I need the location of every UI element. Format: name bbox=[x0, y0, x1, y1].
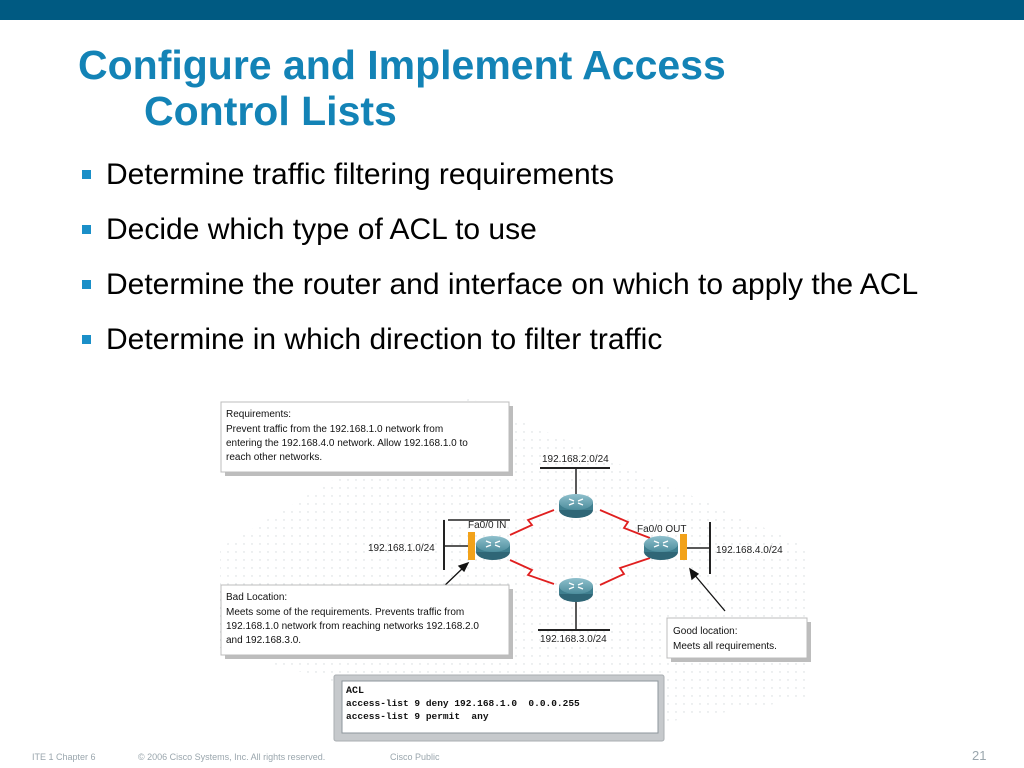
bad-location-line: 192.168.1.0 network from reaching networ… bbox=[226, 621, 479, 632]
bad-location-heading: Bad Location: bbox=[226, 592, 287, 603]
arrows bbox=[439, 561, 726, 612]
requirements-line: entering the 192.168.4.0 network. Allow … bbox=[226, 438, 468, 449]
interface-label-in: Fa0/0 IN bbox=[468, 520, 506, 531]
slide-title: Configure and Implement Access Control L… bbox=[78, 42, 978, 134]
network-label-net2: 192.168.2.0/24 bbox=[542, 454, 609, 465]
title-line-2: Control Lists bbox=[144, 88, 397, 134]
interface-label-out: Fa0/0 OUT bbox=[637, 524, 686, 535]
wan-link-left-bottom bbox=[509, 559, 555, 585]
bullet-list: Determine traffic filtering requirements… bbox=[80, 158, 940, 378]
interface-marker-in bbox=[468, 532, 475, 560]
good-location-callout: Good location: Meets all requirements. bbox=[666, 617, 811, 662]
wan-links bbox=[509, 509, 651, 586]
title-line-1: Configure and Implement Access bbox=[78, 42, 726, 88]
footer-copyright: © 2006 Cisco Systems, Inc. All rights re… bbox=[138, 752, 326, 762]
router-icon bbox=[476, 536, 510, 560]
bullet-square-icon bbox=[82, 335, 91, 344]
bad-location-line: and 192.168.3.0. bbox=[226, 635, 301, 646]
requirements-callout: Requirements: Prevent traffic from the 1… bbox=[220, 401, 513, 476]
bullet-item: Determine in which direction to filter t… bbox=[80, 323, 940, 357]
router-icon bbox=[559, 578, 593, 602]
wan-link-top-right bbox=[599, 509, 651, 539]
wan-link-bottom-right bbox=[599, 557, 651, 586]
bullet-square-icon bbox=[82, 225, 91, 234]
wan-link-left-top bbox=[509, 509, 555, 536]
router-icon bbox=[644, 536, 678, 560]
bullet-item: Determine the router and interface on wh… bbox=[80, 268, 940, 302]
bullet-square-icon bbox=[82, 280, 91, 289]
acl-box: ACL access-list 9 deny 192.168.1.0 0.0.0… bbox=[333, 674, 665, 742]
arrow-good-location bbox=[692, 572, 726, 612]
top-accent-bar bbox=[0, 0, 1024, 20]
router-icon bbox=[559, 494, 593, 518]
bad-location-line: Meets some of the requirements. Prevents… bbox=[226, 607, 464, 618]
footer-chapter: ITE 1 Chapter 6 bbox=[32, 752, 96, 762]
good-location-heading: Good location: bbox=[673, 626, 738, 637]
network-label-net1: 192.168.1.0/24 bbox=[368, 543, 435, 554]
arrow-head-icon bbox=[689, 567, 700, 581]
bullet-item: Decide which type of ACL to use bbox=[80, 213, 940, 247]
bad-location-callout: Bad Location: Meets some of the requirem… bbox=[220, 584, 513, 659]
acl-network-diagram: 192.168.1.0/24 192.168.2.0/24 192.168.3.… bbox=[220, 398, 811, 743]
acl-heading: ACL bbox=[346, 686, 364, 697]
requirements-line: Prevent traffic from the 192.168.1.0 net… bbox=[226, 424, 443, 435]
bullet-square-icon bbox=[82, 170, 91, 179]
acl-line: access-list 9 permit any bbox=[346, 711, 489, 722]
acl-line: access-list 9 deny 192.168.1.0 0.0.0.255 bbox=[346, 698, 580, 709]
requirements-heading: Requirements: bbox=[226, 409, 291, 420]
network-label-net3: 192.168.3.0/24 bbox=[540, 634, 607, 645]
page-number: 21 bbox=[972, 748, 987, 763]
network-label-net4: 192.168.4.0/24 bbox=[716, 545, 783, 556]
footer-classification: Cisco Public bbox=[390, 752, 440, 762]
arrow-head-icon bbox=[457, 561, 470, 573]
bullet-item: Determine traffic filtering requirements bbox=[80, 158, 940, 192]
good-location-line: Meets all requirements. bbox=[673, 641, 777, 652]
requirements-line: reach other networks. bbox=[226, 452, 322, 463]
interface-marker-out bbox=[680, 534, 687, 560]
